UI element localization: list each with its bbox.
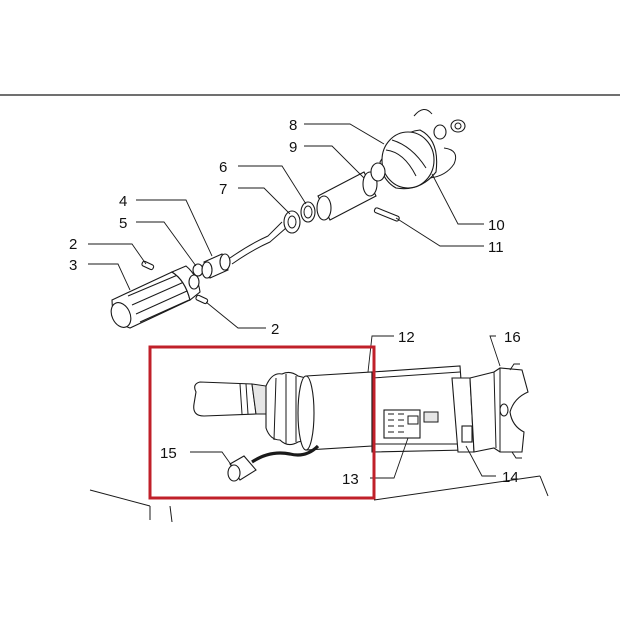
callout-2-lower: 2 [271, 321, 279, 338]
part-lever-handle [193, 381, 267, 417]
callout-16: 16 [504, 329, 521, 346]
highlight-box [148, 345, 376, 500]
callout-2-upper: 2 [69, 236, 77, 253]
part-cable [229, 221, 287, 265]
part-washer [283, 210, 301, 234]
part-rod-pin [373, 207, 400, 222]
part-bushing [201, 253, 231, 279]
callout-6: 6 [219, 159, 227, 176]
part-pin-lower [195, 294, 209, 305]
part-connector [227, 444, 320, 482]
callout-13: 13 [342, 471, 359, 488]
callout-4: 4 [119, 193, 127, 210]
part-pin-upper [141, 260, 155, 271]
part-sleeve [316, 171, 378, 221]
callout-11: 11 [488, 239, 504, 256]
part-knob [110, 265, 201, 329]
callout-12: 12 [398, 329, 415, 346]
part-boot-cover [370, 129, 438, 190]
callout-14: 14 [502, 469, 519, 486]
callout-5: 5 [119, 215, 127, 232]
leader-lines [88, 123, 501, 479]
callout-3: 3 [69, 257, 77, 274]
part-switch-housing [371, 365, 467, 453]
part-fork-end [469, 363, 529, 459]
callout-10: 10 [488, 217, 505, 234]
part-main-body [297, 371, 373, 451]
part-o-ring [300, 201, 316, 223]
callout-8: 8 [289, 117, 297, 134]
callout-7: 7 [219, 181, 227, 198]
part-clip [413, 109, 466, 179]
callout-15: 15 [160, 445, 177, 462]
background-frame-lines [89, 475, 549, 523]
callout-9: 9 [289, 139, 297, 156]
